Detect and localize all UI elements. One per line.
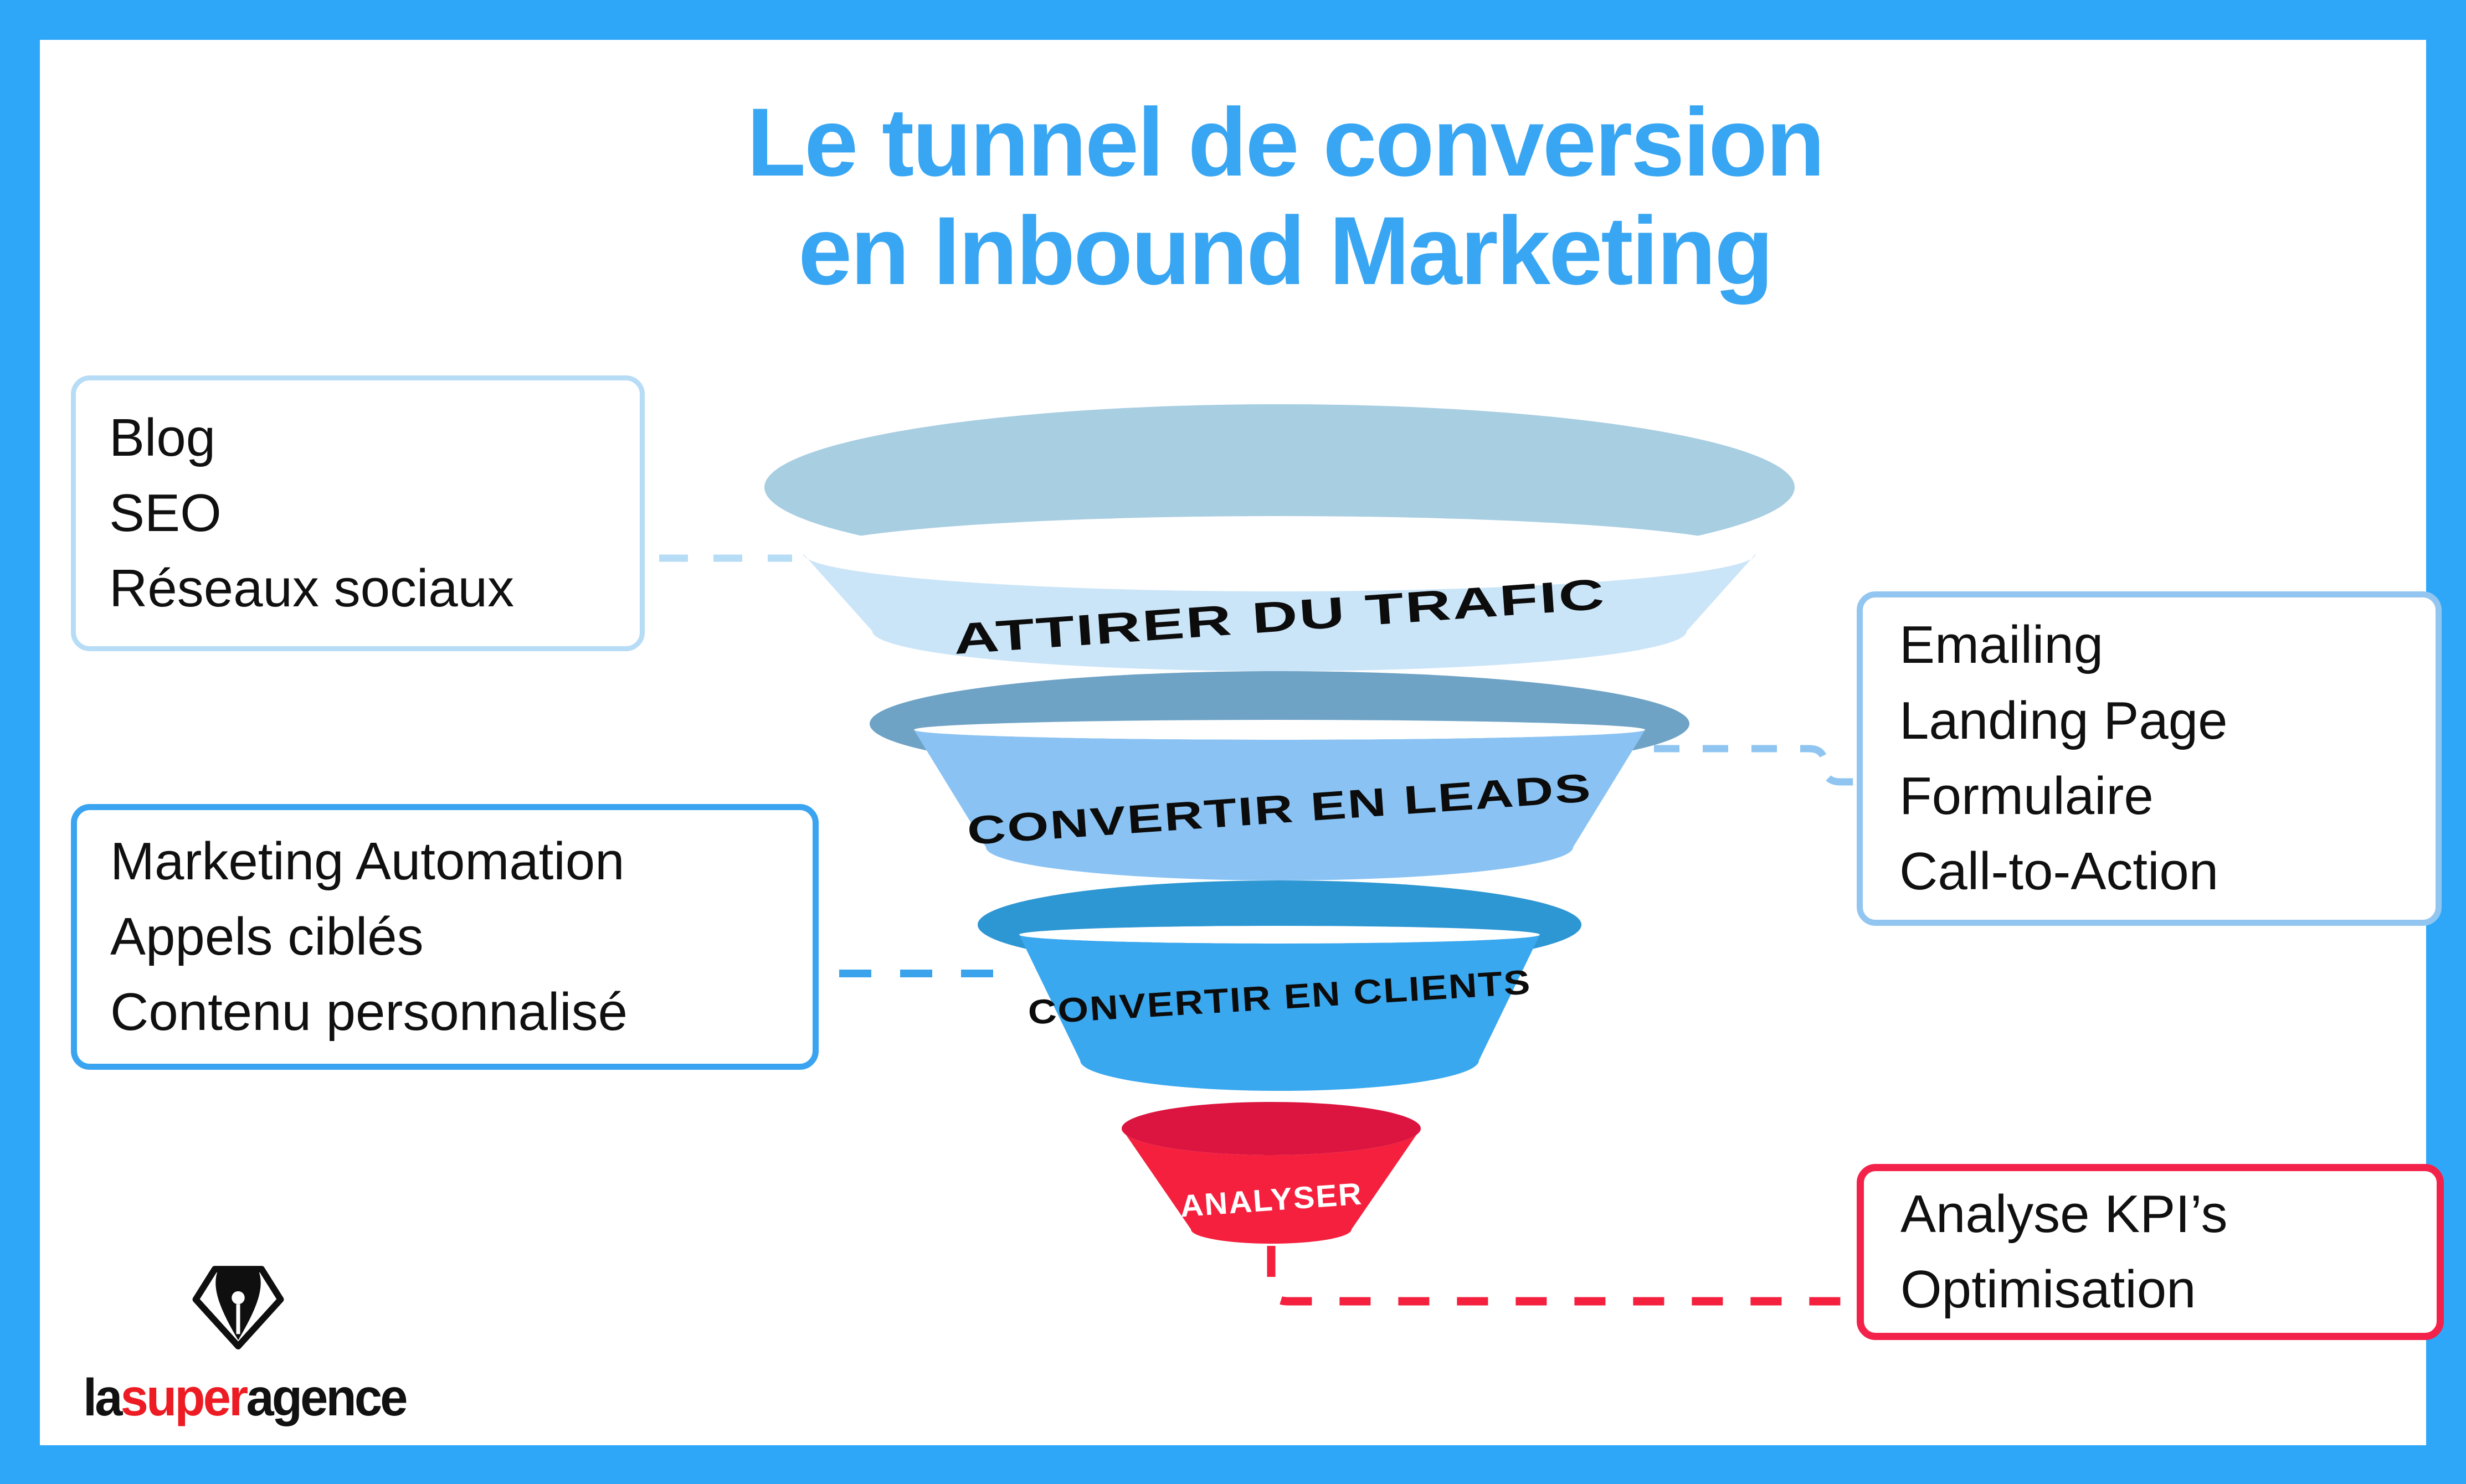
callout-clients-tools: Marketing Automation Appels ciblés Conte…: [71, 804, 819, 1070]
funnel-level-attirer-front: [803, 554, 1756, 671]
callout-clients-line: Contenu personnalisé: [110, 982, 628, 1042]
callout-traffic-line: Réseaux sociaux: [109, 559, 515, 619]
callout-analyse-tools: Analyse KPI’s Optimisation: [1857, 1164, 2444, 1340]
callout-traffic-line: SEO: [109, 483, 222, 543]
callout-leads-line: Emailing: [1899, 615, 2104, 675]
connector-analyse-dashed-line: [1267, 1246, 1854, 1306]
funnel-level-analyser-top: [1122, 1102, 1421, 1155]
callout-leads-tools: Emailing Landing Page Formulaire Call-to…: [1857, 591, 2442, 926]
page-title-line1: Le tunnel de conversion: [747, 89, 1825, 197]
connector-leads-dashed-line: [1654, 745, 1856, 786]
callout-clients-line: Marketing Automation: [110, 831, 625, 891]
agency-logo-wordmark: lasuperagence: [83, 1368, 408, 1428]
content-area: Le tunnel de conversion en Inbound Marke…: [40, 40, 2444, 1445]
callout-traffic-sources: Blog SEO Réseaux sociaux: [71, 375, 645, 651]
logo-part-agence: agence: [246, 1368, 408, 1427]
callout-analyse-line: Analyse KPI’s: [1900, 1184, 2228, 1244]
callout-analyse-line: Optimisation: [1900, 1260, 2196, 1319]
logo-part-la: la: [83, 1368, 122, 1427]
pen-nib-diamond-icon: [192, 1266, 284, 1350]
page-title-line2: en Inbound Marketing: [798, 197, 1774, 305]
funnel-level-clients-hole: [1019, 926, 1540, 944]
callout-traffic-line: Blog: [109, 408, 216, 467]
callout-leads-line: Landing Page: [1899, 691, 2228, 750]
callout-leads-line: Formulaire: [1899, 766, 2154, 826]
funnel-level-clients: CONVERTIR EN CLIENTS: [978, 880, 1581, 1091]
funnel-level-attirer: ATTIRER DU TRAFIC: [764, 404, 1795, 671]
funnel-level-clients-front: [1019, 935, 1540, 1091]
funnel-level-attirer-hole: [803, 516, 1756, 591]
funnel-level-analyser: ANALYSER: [1122, 1102, 1421, 1244]
funnel-level-analyser-front: [1122, 1129, 1421, 1244]
callout-leads-line: Call-to-Action: [1899, 842, 2219, 901]
callout-clients-line: Appels ciblés: [110, 906, 424, 966]
funnel-level-leads-hole: [914, 720, 1645, 740]
funnel-level-leads: CONVERTIR EN LEADS: [870, 671, 1689, 880]
logo-part-super: super: [120, 1368, 249, 1427]
funnel-level-leads-front: [914, 730, 1645, 880]
page-title: Le tunnel de conversion en Inbound Marke…: [609, 89, 1961, 306]
